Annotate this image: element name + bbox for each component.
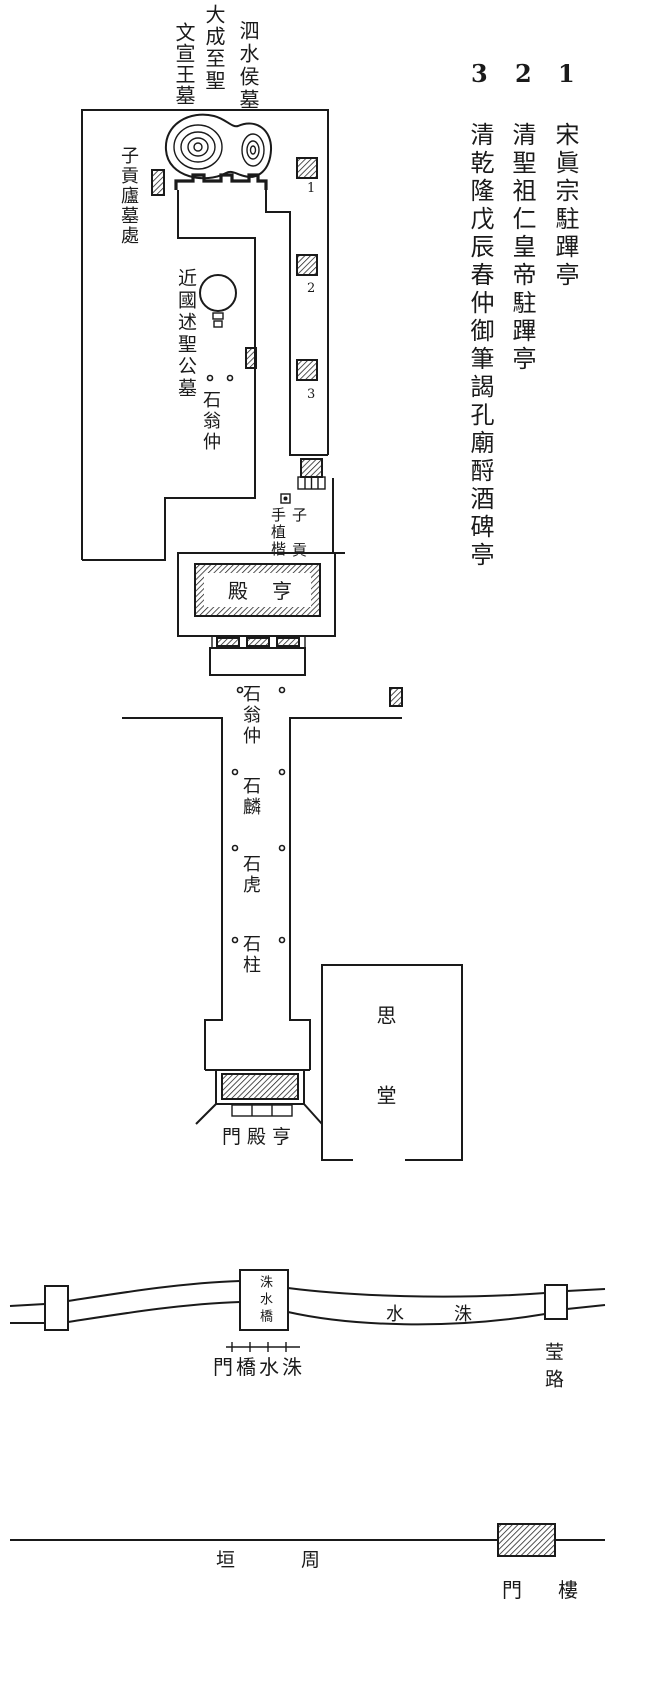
pavilion-1 — [296, 157, 318, 179]
hall-label-field — [204, 573, 311, 607]
stone-tiger-marker — [278, 844, 286, 852]
zigong-hut-stele — [151, 169, 165, 196]
stele-pavilion — [300, 458, 323, 478]
hall-label: 殿亨 — [228, 579, 316, 603]
stone-tiger-marker — [231, 844, 239, 852]
side-hall-label: 思堂 — [373, 1005, 397, 1165]
stone-figure-marker — [226, 374, 234, 382]
stone-qilin-marker — [231, 768, 239, 776]
shusheng-gong-stele-base — [213, 320, 223, 328]
pavilion-2 — [296, 254, 318, 276]
east-river-gate — [544, 1284, 568, 1320]
stele-pavilion-steps — [304, 477, 319, 489]
river-north-bank — [9, 1280, 606, 1307]
confucius-tomb-label-left: 文宣王墓 — [172, 22, 196, 106]
stone-pillar-marker — [278, 936, 286, 944]
stone-figure-marker — [236, 686, 244, 694]
inner-corridor-west-wall — [82, 190, 256, 561]
mound-contour — [241, 133, 265, 167]
shusheng-gong-tomb-mound — [199, 274, 237, 312]
legend-text-1: 宋眞宗駐蹕亭 — [551, 122, 579, 290]
stone-figure-marker — [278, 686, 286, 694]
road-stone-figures-label: 石翁仲 — [240, 684, 261, 747]
legend-text-2: 清聖祖仁皇帝駐蹕亭 — [508, 122, 536, 374]
hall-terrace — [209, 647, 306, 676]
hall-gate-label: 門殿亨 — [222, 1126, 298, 1148]
hall-step — [246, 637, 270, 647]
bridge-gate-marks — [226, 1342, 300, 1352]
mound-contour — [180, 131, 216, 163]
gate-tower-building — [497, 1523, 556, 1557]
legend-number-3: 3 — [471, 59, 488, 88]
road-stone-qilin-label: 石麟 — [240, 776, 261, 818]
perimeter-wall-label: 垣周 — [216, 1549, 387, 1571]
mound-contour — [193, 142, 203, 152]
bridge-gate-label: 門橋水洙 — [213, 1355, 305, 1379]
river-south-bank — [10, 1301, 606, 1326]
spirit-road-east-wall — [289, 717, 402, 1070]
mound-contour — [249, 145, 257, 155]
hall-gate-frame — [215, 1069, 305, 1105]
road-stone-tiger-label: 石虎 — [240, 854, 261, 896]
tomb-crenellated-wall — [174, 173, 268, 190]
hall-gate-step-dividers — [251, 1105, 273, 1116]
tomb-road-label: 莹路 — [542, 1342, 564, 1396]
hall-gate-steps — [231, 1104, 293, 1117]
roadside-stele — [389, 687, 403, 707]
hall-step — [276, 637, 300, 647]
zigong-tree-label-left: 手植楷 — [269, 507, 287, 558]
river-name-label: 水洙 — [386, 1304, 522, 1325]
road-stone-pillar-label: 石柱 — [240, 934, 261, 976]
mound-contour — [173, 124, 223, 170]
shusheng-gong-stele — [212, 312, 224, 320]
pavilion-marker-2: 2 — [307, 281, 316, 296]
stone-qilin-marker — [278, 768, 286, 776]
gate-tower-label: 門樓 — [502, 1578, 614, 1602]
pavilion-marker-3: 3 — [307, 387, 316, 402]
stone-figure-marker — [206, 374, 214, 382]
side-hall-wall — [321, 964, 463, 1161]
pavilion-3 — [296, 359, 318, 381]
legend-text-3: 清乾隆戊辰春仲御筆謁孔廟酹酒碑亭 — [466, 122, 494, 570]
hall-step — [216, 637, 240, 647]
hall-gate-east-wing — [303, 1103, 323, 1125]
zigong-tree-marker — [280, 493, 291, 504]
confucius-tomb-label-right: 大成至聖 — [202, 4, 226, 92]
corridor-stele — [245, 347, 257, 369]
zhu-river-bridge — [239, 1269, 289, 1331]
zigong-tree-label-right: 子貢 — [290, 507, 308, 577]
stone-pillar-marker — [231, 936, 239, 944]
north-enclosure-wall — [81, 109, 329, 560]
spirit-road-west-wall — [122, 717, 223, 1070]
confucius-tomb-mound — [164, 113, 273, 180]
west-river-gate — [44, 1285, 69, 1331]
zigong-hut-label: 子貢廬墓處 — [118, 146, 139, 246]
inner-stone-figures-label: 石翁仲 — [200, 390, 221, 453]
legend-number-2: 2 — [515, 59, 532, 88]
bridge-label: 洙水橋 — [257, 1275, 272, 1326]
hall-gate-building — [221, 1073, 299, 1100]
inner-corridor-east-wall — [265, 190, 328, 456]
sishui-hou-tomb-label: 泗水侯墓 — [236, 20, 260, 112]
pavilion-marker-1: 1 — [307, 181, 316, 196]
zigong-tree-dot — [283, 496, 288, 501]
hall-gate-west-wing — [195, 1103, 217, 1125]
mound-contour — [246, 140, 260, 160]
shusheng-gong-tomb-label: 近國述聖公墓 — [175, 268, 197, 400]
mound-contour — [187, 137, 209, 157]
legend-number-1: 1 — [558, 59, 575, 88]
